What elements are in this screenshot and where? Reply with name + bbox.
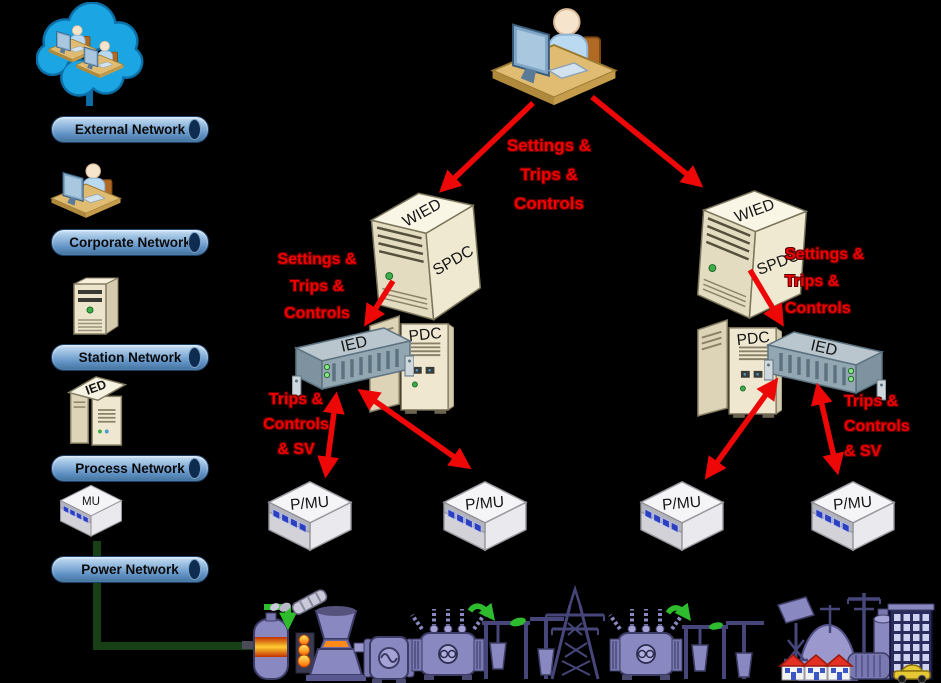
pmu-label: P/MU [464, 494, 504, 514]
person-workstation-icon [50, 163, 122, 219]
flow-label-line: Controls [844, 418, 910, 435]
satellite-dish-icon [776, 596, 816, 662]
flow-label-line: Trips & [289, 278, 345, 295]
steam-stack-icon [270, 589, 328, 615]
turbine-icon [295, 606, 369, 681]
ied-label: IED [809, 337, 839, 360]
cloud-users-icon [36, 2, 144, 108]
flow-label-trips-left: Trips & Controls & SV [252, 387, 340, 462]
flow-label-line: Settings & [277, 251, 357, 268]
switchyard-icon-2 [665, 602, 764, 679]
mu-icon-label: MU [82, 495, 100, 508]
flow-label-settings-right: Settings & Trips & Controls [785, 241, 885, 322]
flow-label-line: Controls [284, 305, 350, 322]
pmu-label: P/MU [832, 494, 872, 514]
pmu-device-1: P/MU [268, 481, 352, 551]
flow-label-line: Settings & [785, 246, 865, 263]
boiler-icon [242, 612, 289, 680]
ied-rack-right: IED [764, 330, 886, 402]
flow-label-top: Settings & Trips & Controls [487, 131, 611, 218]
city-load-icons [776, 593, 935, 683]
ied-dual-tower-icon: IED [67, 375, 127, 446]
office-building-icon [887, 603, 935, 680]
generator-icon [363, 636, 415, 683]
legend-pill-process-network: Process Network [51, 455, 209, 482]
flow-label-line: Controls [514, 194, 584, 213]
legend-pill-station-network: Station Network [51, 344, 209, 371]
pdc-label: PDC [736, 329, 771, 349]
flow-label-line: & SV [277, 441, 315, 458]
server-tower-icon [73, 277, 119, 335]
pmu-label: P/MU [661, 494, 701, 514]
ied-rack-left: IED [292, 326, 414, 398]
legend-label: Corporate Network [69, 235, 191, 250]
flow-label-line: Trips & [268, 391, 324, 408]
ied-icon-label: IED [84, 377, 109, 397]
flow-label-line: Trips & [520, 165, 578, 184]
pmu-label: P/MU [289, 494, 329, 514]
flow-label-line: & SV [844, 443, 882, 460]
transmission-tower-icon [545, 584, 605, 680]
flow-label-line: Trips & [844, 393, 899, 410]
legend-pill-corporate-network: Corporate Network [51, 229, 209, 256]
operator-workstation-icon [491, 8, 617, 107]
flow-label-settings-left: Settings & Trips & Controls [268, 246, 366, 327]
merging-unit-icon: MU [60, 484, 122, 537]
pmu-device-2: P/MU [443, 481, 527, 551]
pdc-label: PDC [408, 325, 443, 345]
legend-label: External Network [74, 122, 186, 137]
legend-pill-external-network: External Network [51, 116, 209, 143]
transformer-icon-1 [410, 607, 486, 682]
legend-label: Station Network [78, 350, 182, 365]
pdc-server-left: PDC [368, 315, 454, 414]
power-system-icons [242, 584, 935, 683]
transformer-icon-2 [608, 607, 684, 682]
pdc-server-right: PDC [696, 319, 782, 418]
legend-label: Power Network [81, 562, 179, 577]
pmu-device-3: P/MU [640, 481, 724, 551]
flow-label-line: Controls [785, 300, 851, 317]
spdc-server-left: WIED SPDC [368, 187, 484, 326]
legend-label: Process Network [75, 461, 185, 476]
switchyard-icon-1 [467, 602, 564, 679]
flow-label-line: Trips & [785, 273, 840, 290]
flow-label-line: Controls [263, 416, 329, 433]
legend-pill-power-network: Power Network [51, 556, 209, 583]
pmu-device-4: P/MU [811, 481, 895, 551]
flow-label-line: Settings & [506, 136, 592, 155]
ied-label: IED [339, 333, 369, 356]
flow-label-trips-right: Trips & Controls & SV [844, 389, 934, 464]
